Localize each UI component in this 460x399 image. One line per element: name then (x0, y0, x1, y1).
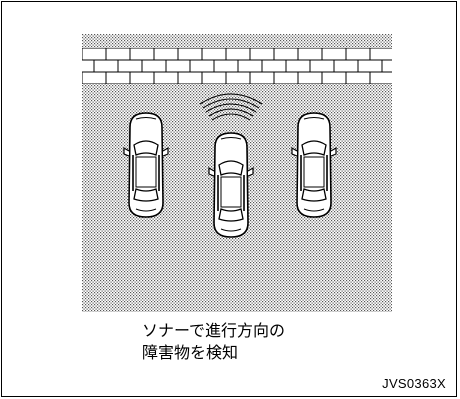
brick-wall (82, 48, 392, 84)
right-parked-car (291, 112, 337, 218)
center-car (208, 132, 254, 238)
parking-illustration (82, 34, 392, 312)
left-parked-car (123, 112, 169, 218)
caption-line-2: 障害物を検知 (142, 343, 239, 362)
caption: ソナーで進行方向の 障害物を検知 (142, 320, 285, 364)
sonar-waves (199, 93, 263, 121)
caption-line-1: ソナーで進行方向の (142, 321, 286, 340)
figure-code: JVS0363X (382, 376, 446, 391)
